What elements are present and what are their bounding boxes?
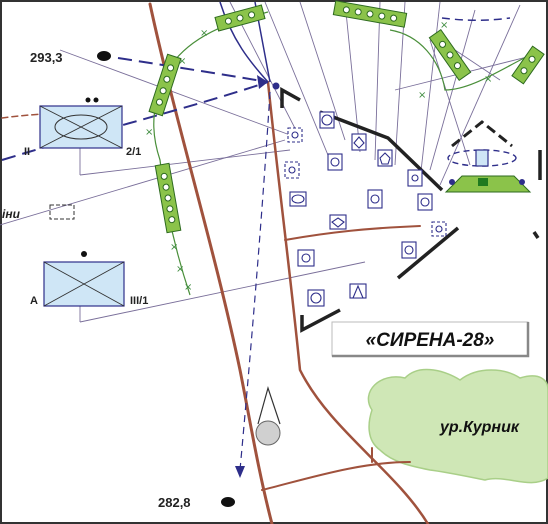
object-fence <box>280 87 542 333</box>
symbol-14 <box>401 241 417 259</box>
symbol-1 <box>287 127 303 143</box>
route-arrow-south <box>235 466 245 478</box>
object-name-label: «СИРЕНА-28» <box>366 330 495 351</box>
svg-text:×: × <box>418 90 426 101</box>
secondary-road <box>266 80 430 524</box>
symbol-15 <box>307 289 325 307</box>
symbol-9 <box>367 189 383 209</box>
object-symbols <box>284 111 447 307</box>
dashed-position <box>49 204 75 220</box>
symbol-13 <box>297 249 315 267</box>
symbol-16 <box>349 283 367 299</box>
symbol-5 <box>327 153 343 171</box>
symbol-11 <box>329 214 347 230</box>
symbol-7 <box>407 169 423 187</box>
unit-bottom-right-label: III/1 <box>130 295 148 307</box>
barrier-1 <box>148 53 182 117</box>
object-name-plate <box>331 321 529 357</box>
svg-text:×: × <box>484 74 492 85</box>
symbol-4 <box>284 161 300 179</box>
main-road <box>148 2 274 524</box>
route-south <box>239 91 271 471</box>
unit-top-left-label: II <box>24 146 30 158</box>
symbol-12 <box>431 221 447 237</box>
route-node <box>272 82 280 90</box>
unit-top: II 2/1 <box>24 97 141 158</box>
unit-top-right-label: 2/1 <box>126 146 141 158</box>
svg-text:×: × <box>176 264 184 275</box>
barrier-3 <box>214 4 266 32</box>
partial-label: іни <box>2 207 21 221</box>
symbol-3 <box>351 133 367 151</box>
route-north <box>219 1 269 83</box>
symbol-8 <box>289 191 307 207</box>
unit-bottom-left-label: A <box>30 295 38 307</box>
unit-bottom: A III/1 <box>30 251 148 307</box>
barrier-5 <box>428 28 472 82</box>
symbol-10 <box>417 193 433 211</box>
symbol-6 <box>377 149 393 167</box>
cone-marker <box>255 385 281 446</box>
svg-text:×: × <box>170 242 178 253</box>
barrier-segments <box>148 0 545 234</box>
height-point-top <box>97 51 111 61</box>
svg-text:×: × <box>184 282 192 293</box>
svg-text:×: × <box>145 127 153 138</box>
route-west <box>117 57 269 83</box>
barrier-6 <box>511 45 545 85</box>
road-branch-east <box>284 225 421 241</box>
svg-text:×: × <box>200 28 208 39</box>
svg-text:×: × <box>440 20 448 31</box>
height-point-bottom <box>221 497 235 507</box>
route-arrow-1 <box>257 75 268 89</box>
forest-name-label: ур.Курник <box>439 419 520 436</box>
road-branch-bottom <box>261 461 411 491</box>
svg-text:×: × <box>178 56 186 67</box>
route-arc <box>441 17 511 22</box>
barrier-2 <box>154 162 182 234</box>
symbol-2 <box>319 111 335 129</box>
barrier-4 <box>332 0 408 28</box>
height-top-label: 293,3 <box>30 50 63 65</box>
height-bottom-label: 282,8 <box>158 495 191 510</box>
radar-station <box>444 120 532 193</box>
